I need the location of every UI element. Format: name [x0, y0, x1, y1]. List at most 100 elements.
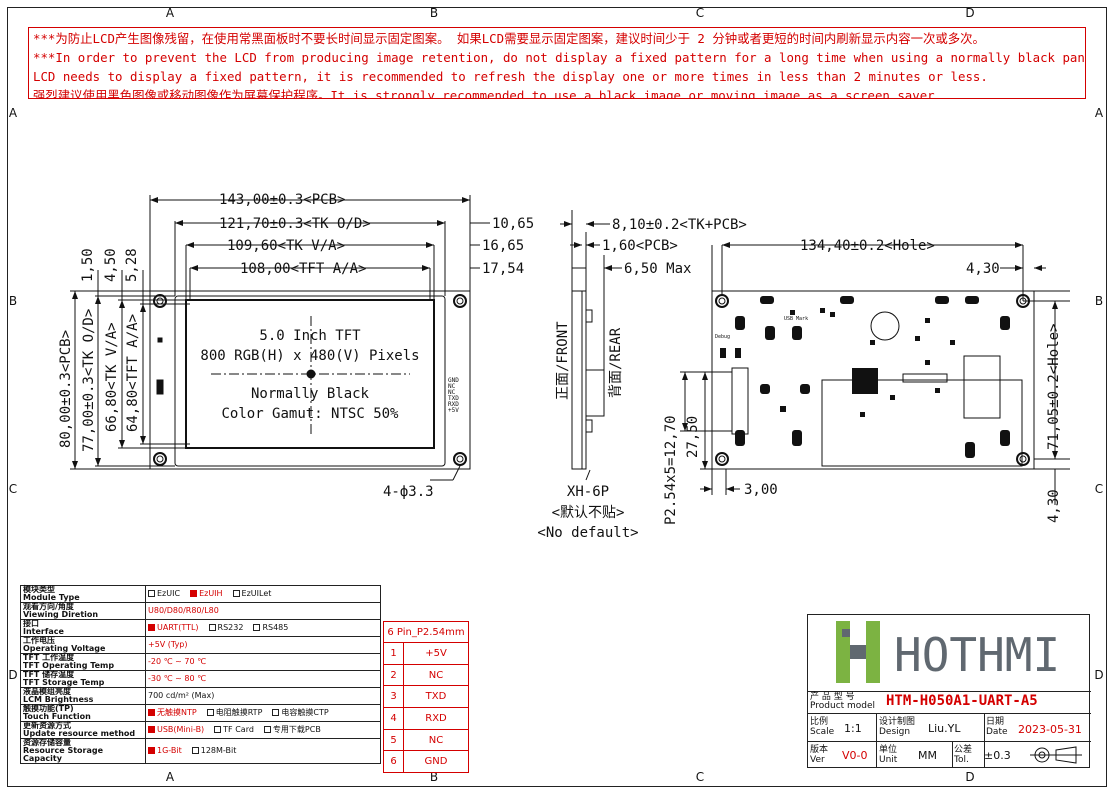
spec-value: U80/D80/R80/L80: [145, 602, 381, 620]
dim-pcb-height: 80,00±0.3<PCB>: [58, 330, 74, 448]
notice-line-1: ***为防止LCD产生图像残留，在使用常黑面板时不要长时间显示固定图案。 如果L…: [33, 31, 985, 46]
front-active-area: [185, 299, 435, 449]
svg-text:+5V: +5V: [448, 407, 459, 414]
model-label-cn: 产 品 型 号: [810, 692, 855, 702]
spec-option: 电容触摸CTP: [272, 709, 329, 717]
rear-usb-silk: USB Mark: [784, 316, 808, 322]
drawing-frame: [7, 7, 1107, 787]
spec-label: 触摸功能(TP)Touch Function: [20, 704, 146, 722]
checkbox-icon: [272, 709, 280, 716]
design-label-en: Design: [879, 727, 911, 737]
side-connector-body: [585, 369, 605, 417]
spec-option-label: TF Card: [223, 725, 254, 734]
screen-mode-label: Normally Black: [251, 386, 370, 402]
spec-label-cn: 接口: [23, 619, 39, 628]
rear-mcu: [852, 368, 878, 394]
checkbox-icon: [148, 726, 155, 733]
designer-value: Liu.YL: [928, 722, 961, 735]
pin-number: 2: [383, 663, 404, 687]
dim-16-65: 16,65: [482, 238, 524, 254]
side-front-label: 正面/FRONT: [555, 321, 571, 400]
spec-label-en: Resource Storage Capacity: [23, 746, 104, 763]
model-name: HTM-H050A1-UART-A5: [886, 693, 1038, 709]
title-block: HOTHMI 产 品 型 号 Product model HTM-H050A1-…: [807, 614, 1091, 768]
checkbox-icon: [148, 624, 155, 631]
model-row: 产 品 型 号 Product model HTM-H050A1-UART-A5: [808, 691, 1091, 714]
ver-label-en: Ver: [810, 755, 825, 765]
svg-text:NC: NC: [448, 389, 456, 396]
checkbox-icon: [232, 590, 240, 597]
pin-table-header: 6 Pin_P2.54mm: [383, 621, 469, 643]
zone-row-d-right: D: [1094, 668, 1104, 682]
spec-option-label: 电阻触摸RTP: [215, 708, 263, 717]
scale-label-en: Scale: [810, 727, 835, 737]
spec-value-text: -20 ℃ ~ 70 ℃: [148, 657, 207, 666]
checkbox-icon: [190, 590, 198, 597]
connector-note-en: <No default>: [537, 525, 638, 541]
notice-line-3: LCD needs to display a fixed pattern, it…: [33, 69, 988, 84]
spec-option-label: 专用下载PCB: [272, 725, 321, 734]
spec-option-label: EzUILet: [241, 589, 272, 598]
spec-label-en: Interface: [23, 627, 64, 636]
zone-row-b-right: B: [1094, 294, 1104, 308]
side-view: [560, 210, 622, 481]
spec-option-label: 无触摸NTP: [157, 708, 197, 717]
checkbox-icon: [206, 709, 214, 716]
spec-option-label: EzUIC: [157, 589, 181, 598]
pin-signal: RXD: [403, 707, 469, 730]
pin-number: 1: [383, 642, 404, 665]
side-pcb: [581, 290, 587, 470]
dim-pcb-width: 143,00±0.3<PCB>: [219, 192, 345, 208]
dim-rear-hole-height: 71,05±0.2<Hole>: [1046, 324, 1062, 450]
checkbox-icon: [253, 624, 261, 631]
front-view: [70, 195, 490, 481]
spec-label-cn: 模块类型: [23, 585, 55, 594]
zone-row-a-right: A: [1094, 106, 1104, 120]
connector-type: XH-6P: [567, 484, 609, 500]
dim-rear-12-70: P2.54x5=12,70: [663, 415, 679, 525]
tol-label-en: Tol.: [954, 755, 969, 765]
rear-components: [720, 296, 1010, 458]
spec-option-label: RS232: [217, 623, 244, 632]
dim-tft-aa-height: 64,80<TFT A/A>: [125, 314, 141, 432]
rear-flash-chip: [963, 355, 1001, 419]
spec-option: EzUIC: [148, 590, 180, 598]
pin-number: 4: [383, 707, 404, 730]
mount-holes-label: 4-ф3.3: [383, 484, 434, 500]
rear-view: [680, 242, 1070, 505]
spec-label-cn: TFT 储存温度: [23, 670, 75, 679]
side-touch-panel: [571, 290, 583, 470]
rear-buzzer: [870, 311, 900, 341]
checkbox-icon: [148, 747, 155, 754]
spec-label-cn: 更新资源方式: [23, 721, 71, 730]
logo-text: HOTHMI: [894, 628, 1060, 682]
notice-line-4: 强烈建议使用黑色图像或移动图像作为屏幕保护程序。It is strongly r…: [33, 88, 943, 99]
ver-value: V0-0: [842, 749, 868, 762]
unit-value: MM: [918, 749, 937, 762]
dim-4-50: 4,50: [103, 248, 119, 282]
dim-rear-4-30-right: 4,30: [1046, 489, 1062, 523]
pin-number: 5: [383, 728, 404, 752]
dim-1-50: 1,50: [80, 248, 96, 282]
pin-number: 3: [383, 685, 404, 709]
design-label-cn: 设计制图: [879, 717, 916, 727]
spec-value: -20 ℃ ~ 70 ℃: [145, 653, 381, 671]
spec-label-en: TFT Storage Temp: [23, 678, 105, 687]
front-center-mark: [306, 369, 316, 379]
zone-col-a-top: A: [165, 6, 175, 20]
